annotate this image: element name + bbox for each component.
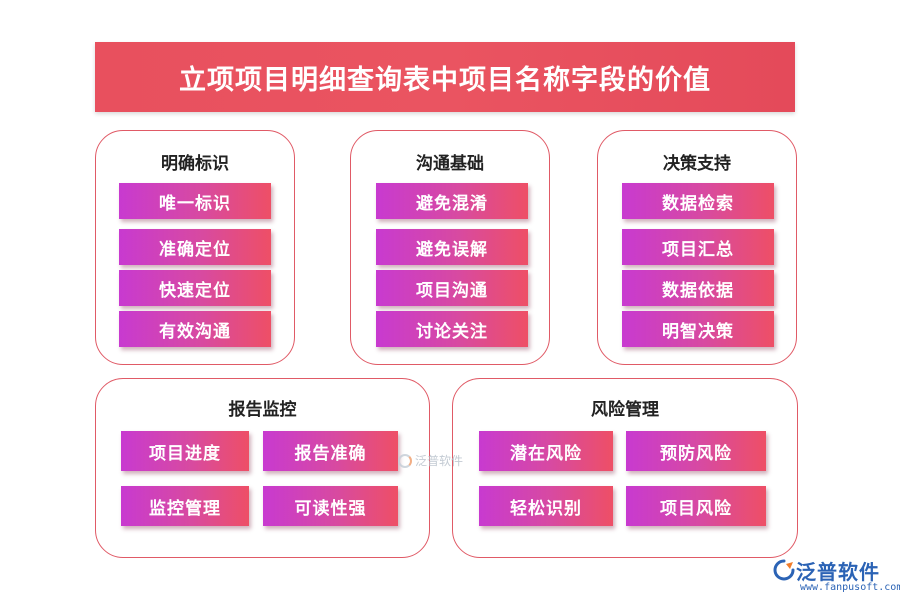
- item-box: 讨论关注: [376, 311, 528, 347]
- title-banner: 立项项目明细查询表中项目名称字段的价值: [95, 42, 795, 112]
- item-box: 数据依据: [622, 270, 774, 306]
- watermark-text: 泛普软件: [415, 454, 464, 468]
- group-title: 风险管理: [591, 400, 659, 420]
- item-box: 唯一标识: [119, 183, 271, 219]
- item-box: 准确定位: [119, 229, 271, 265]
- item-box: 项目进度: [121, 431, 249, 471]
- group-title: 报告监控: [228, 400, 297, 420]
- group-title: 明确标识: [161, 154, 229, 174]
- item-box: 监控管理: [121, 486, 249, 526]
- logo-name: 泛普软件: [796, 560, 880, 584]
- page-title: 立项项目明细查询表中项目名称字段的价值: [179, 64, 711, 96]
- item-box: 可读性强: [263, 486, 398, 526]
- item-box: 报告准确: [263, 431, 398, 471]
- group-title: 决策支持: [663, 154, 731, 174]
- item-box: 预防风险: [626, 431, 766, 471]
- group-communication-basis: 沟通基础 避免混淆 避免误解 项目沟通 讨论关注: [350, 130, 550, 365]
- item-box: 项目沟通: [376, 270, 528, 306]
- group-clear-identification: 明确标识 唯一标识 准确定位 快速定位 有效沟通: [95, 130, 295, 365]
- brand-logo: 泛普软件 www.fanpusoft.com: [770, 556, 900, 596]
- item-box: 项目汇总: [622, 229, 774, 265]
- item-box: 避免误解: [376, 229, 528, 265]
- group-risk-management: 风险管理 潜在风险 预防风险 轻松识别 项目风险: [452, 378, 798, 558]
- item-box: 快速定位: [119, 270, 271, 306]
- fanpu-logo-icon: [773, 559, 795, 581]
- item-box: 有效沟通: [119, 311, 271, 347]
- watermark-logo-icon: [398, 453, 412, 468]
- group-title: 沟通基础: [416, 154, 484, 174]
- item-box: 轻松识别: [479, 486, 613, 526]
- group-decision-support: 决策支持 数据检索 项目汇总 数据依据 明智决策: [597, 130, 797, 365]
- item-box: 明智决策: [622, 311, 774, 347]
- item-box: 潜在风险: [479, 431, 613, 471]
- item-box: 避免混淆: [376, 183, 528, 219]
- item-box: 项目风险: [626, 486, 766, 526]
- group-report-monitoring: 报告监控 项目进度 报告准确 监控管理 可读性强: [95, 378, 430, 558]
- logo-url: www.fanpusoft.com: [800, 582, 900, 593]
- watermark: 泛普软件: [398, 452, 463, 469]
- item-box: 数据检索: [622, 183, 774, 219]
